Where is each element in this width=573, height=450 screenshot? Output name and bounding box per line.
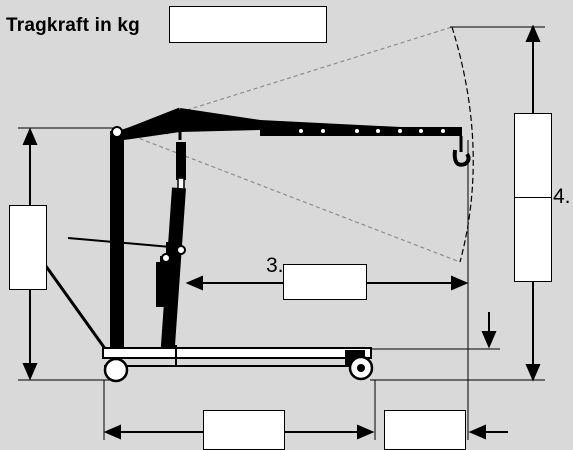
lift-height-number-label: 4.	[553, 185, 571, 208]
lift-height-field-lower[interactable]	[514, 197, 552, 282]
wheelbase-field[interactable]	[203, 410, 285, 450]
crane	[36, 107, 471, 383]
reach-number-label: 3.	[266, 254, 284, 277]
mast-height-field[interactable]	[9, 205, 47, 290]
lift-height-field-upper[interactable]	[514, 113, 552, 198]
reference-lines	[18, 26, 545, 440]
load-capacity-label: Tragkraft in kg	[6, 15, 140, 36]
dimension-arrows	[22, 24, 541, 440]
reach-field[interactable]	[283, 264, 367, 300]
front-overhang-field[interactable]	[384, 410, 466, 450]
load-capacity-field[interactable]	[169, 6, 327, 43]
